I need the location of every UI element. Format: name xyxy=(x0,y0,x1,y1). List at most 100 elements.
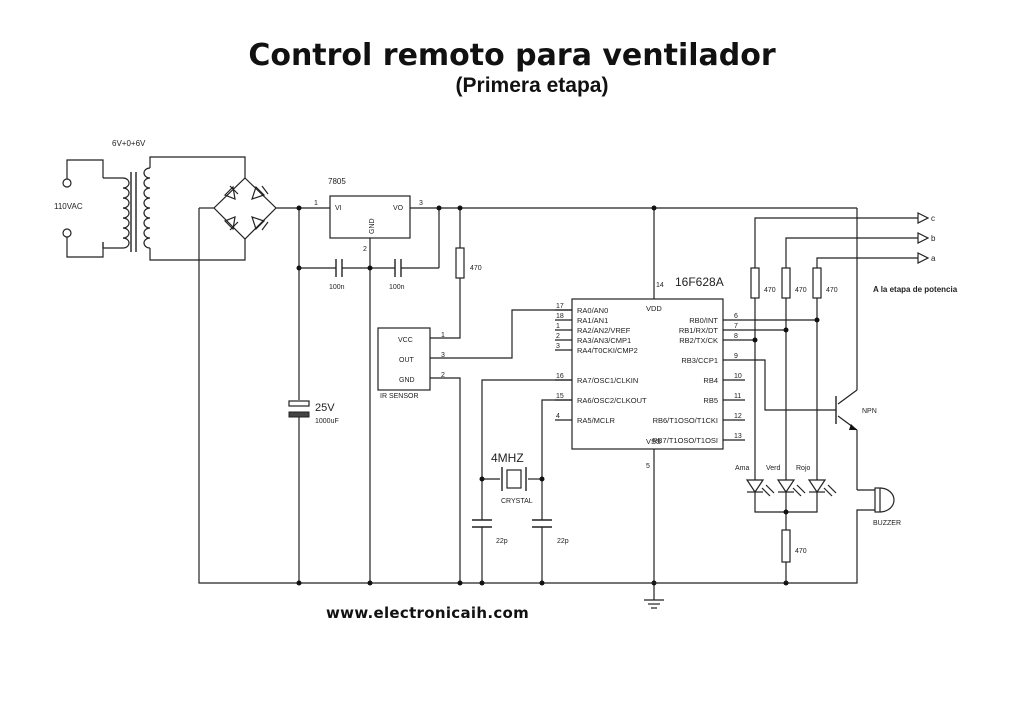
mcu-pin-name: RA6/OSC2/CLKOUT xyxy=(577,396,647,405)
ir-name: IR SENSOR xyxy=(380,393,419,400)
status-leds: Ama Verd Rojo 470 xyxy=(735,465,837,583)
mcu-pin-name: RB0/INT xyxy=(689,316,718,325)
regulator-7805: 7805 VI VO GND 1 2 3 xyxy=(314,177,857,583)
mcu-pin-11: 11 RB5 xyxy=(703,393,745,405)
electrolytic-capacitor xyxy=(288,400,310,407)
mcu-pin-9: 9 RB3/CCP1 xyxy=(681,353,738,365)
npn-transistor: NPN xyxy=(835,389,877,491)
cap-value-label: 1000uF xyxy=(315,418,339,425)
mcu-pin-2: 2 RA3/AN3/CMP1 xyxy=(555,333,631,345)
mcu-pin-number: 1 xyxy=(556,323,560,330)
ir-vcc: VCC xyxy=(398,337,413,344)
transformer-label: 6V+0+6V xyxy=(112,139,146,148)
cap-22p-2-label: 22p xyxy=(557,538,569,545)
mcu-pin-number: 15 xyxy=(556,393,564,400)
ir-pin2: 2 xyxy=(441,372,445,379)
mcu-pin-name: RB1/RX/DT xyxy=(679,326,719,335)
ir-sensor: VCC OUT GND IR SENSOR 1 3 2 470 xyxy=(377,205,572,583)
mcu-pin-number: 11 xyxy=(734,393,741,400)
regulator-pin2: 2 xyxy=(363,246,367,253)
mcu-pin-name: RB2/TX/CK xyxy=(679,336,718,345)
bridge-diode-1 xyxy=(223,185,239,200)
mcu-pin-1: 1 RA2/AN2/VREF xyxy=(555,323,631,335)
crystal-oscillator: 4MHZ CRYSTAL 22p 22p xyxy=(472,379,572,583)
output-a-label: a xyxy=(931,254,936,263)
cap-voltage-label: 25V xyxy=(315,402,335,414)
resistor-b-label: 470 xyxy=(795,287,807,294)
mcu-name: 16F628A xyxy=(675,275,724,289)
mcu-pin-number: 12 xyxy=(734,413,742,420)
led-ama-label: Ama xyxy=(735,465,750,472)
mcu-pin-number: 16 xyxy=(556,373,564,380)
bridge-rectifier xyxy=(199,177,330,240)
mcu-pin-number: 10 xyxy=(734,373,742,380)
regulator-gnd: GND xyxy=(369,218,376,234)
mcu-pin-name: RB3/CCP1 xyxy=(681,356,718,365)
output-b-label: b xyxy=(931,234,936,243)
regulator-vo: VO xyxy=(393,205,404,212)
regulator-vi: VI xyxy=(335,205,342,212)
ir-resistor-label: 470 xyxy=(470,265,482,272)
bridge-diode-4 xyxy=(251,216,269,231)
resistor-b xyxy=(781,267,791,299)
diagram-title: Control remoto para ventilador xyxy=(248,38,776,73)
output-c-label: c xyxy=(931,214,935,223)
crystal-name: CRYSTAL xyxy=(501,498,533,505)
mcu-pin-number: 13 xyxy=(734,433,742,440)
resistor-c-label: 470 xyxy=(764,287,776,294)
mcu-pin14: 14 xyxy=(656,282,664,289)
resistor-c xyxy=(750,267,760,299)
mcu-pin-number: 17 xyxy=(556,303,564,310)
mcu-pin-number: 7 xyxy=(734,323,738,330)
mcu-pin-name: RA2/AN2/VREF xyxy=(577,326,631,335)
mcu-pin-number: 6 xyxy=(734,313,738,320)
mains-label: 110VAC xyxy=(54,202,83,211)
resistor-a-label: 470 xyxy=(826,287,838,294)
led-verd-label: Verd xyxy=(766,465,781,472)
mcu-pin-17: 17 RA0/AN0 xyxy=(555,303,608,315)
bridge-diode-2 xyxy=(251,185,269,200)
ir-resistor xyxy=(455,247,465,279)
website-url: www.electronicaih.com xyxy=(326,604,530,622)
regulator-pin1: 1 xyxy=(314,200,318,207)
ir-pin3: 3 xyxy=(441,352,445,359)
mcu-pin-15: 15 RA6/OSC2/CLKOUT xyxy=(555,393,647,405)
cap-22p-1-label: 22p xyxy=(496,538,508,545)
mcu-pin-name: RA0/AN0 xyxy=(577,306,608,315)
mcu-pin5: 5 xyxy=(646,463,650,470)
output-section: c b a A la etapa de potencia 470 470 470 xyxy=(723,208,958,480)
mcu-pin-12: 12 RB6/T1OSO/T1CKI xyxy=(653,413,745,425)
cap2-label: 100n xyxy=(389,284,405,291)
mcu-pin-name: RB6/T1OSO/T1CKI xyxy=(653,416,718,425)
led-resistor-label: 470 xyxy=(795,548,807,555)
buzzer-label: BUZZER xyxy=(873,520,901,527)
buzzer: BUZZER xyxy=(873,487,901,527)
mcu-pin-name: RA7/OSC1/CLKIN xyxy=(577,376,638,385)
mcu-pin-name: RB5 xyxy=(703,396,718,405)
resistor-a xyxy=(812,267,822,299)
led-rojo-label: Rojo xyxy=(796,465,811,472)
mains-terminal-top xyxy=(62,178,72,188)
mcu-pin-number: 2 xyxy=(556,333,560,340)
ir-pin1: 1 xyxy=(441,332,445,339)
regulator-name: 7805 xyxy=(328,177,346,186)
mcu-pin-7: 7 RB1/RX/DT xyxy=(679,323,738,335)
mcu-pin-6: 6 RB0/INT xyxy=(689,313,738,325)
mains-terminal-bottom xyxy=(62,228,72,238)
npn-label: NPN xyxy=(862,408,877,415)
filter-capacitors: 100n 100n 25V 1000uF xyxy=(288,205,442,583)
mcu-pin-name: RA3/AN3/CMP1 xyxy=(577,336,631,345)
mcu-pin-number: 3 xyxy=(556,343,560,350)
ground-rail xyxy=(198,208,875,586)
mcu-pin-16: 16 RA7/OSC1/CLKIN xyxy=(555,373,638,385)
mcu-vss: VSS xyxy=(646,437,661,446)
ground-symbol xyxy=(644,599,664,609)
led-rojo: Rojo xyxy=(796,465,837,497)
mains-input: 110VAC xyxy=(54,159,104,258)
regulator-pin3: 3 xyxy=(419,200,423,207)
mcu-pin-number: 9 xyxy=(734,353,738,360)
